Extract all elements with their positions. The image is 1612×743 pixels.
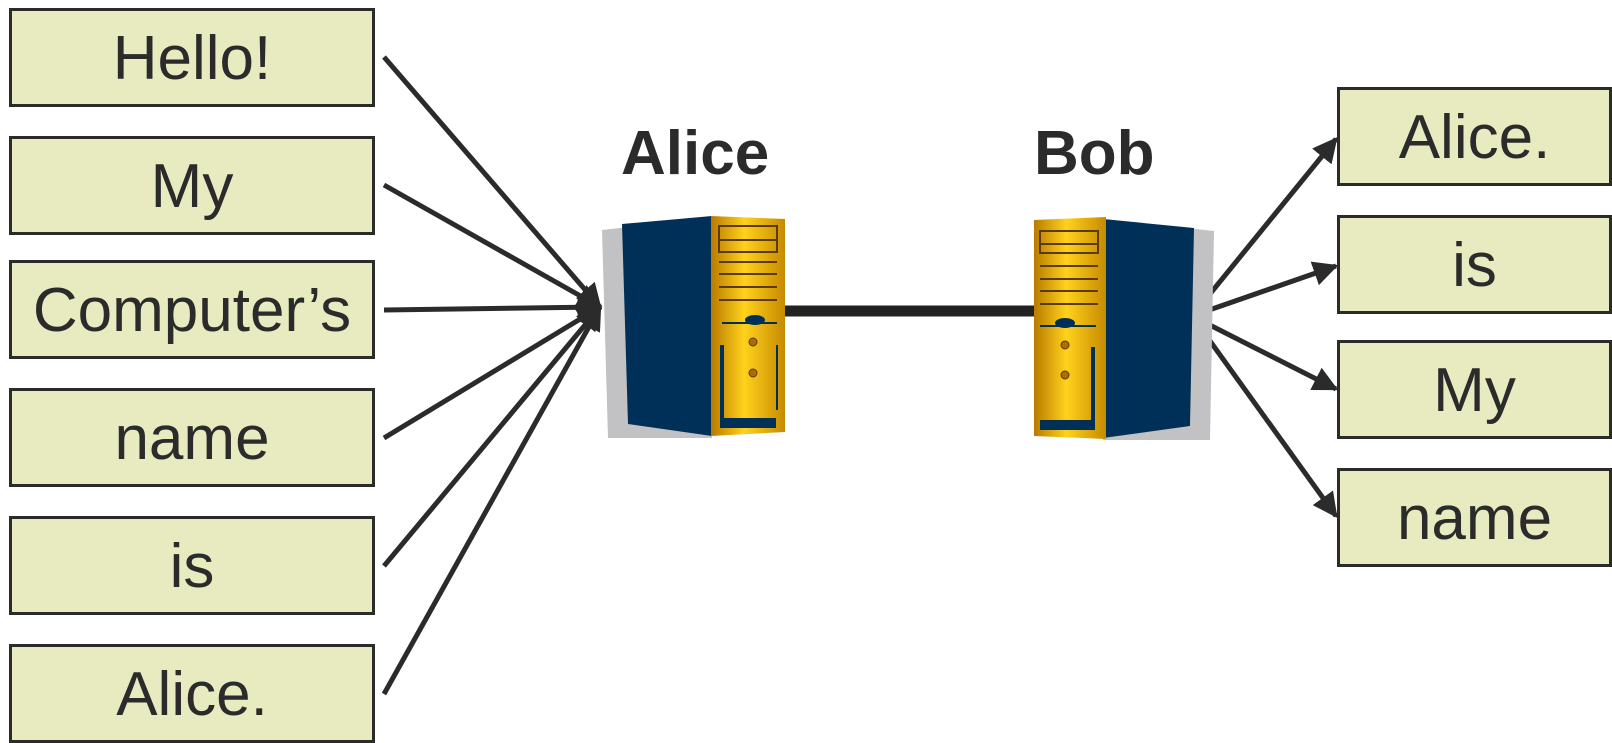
arrow-computers [383, 294, 603, 320]
arrow-out-my [1190, 313, 1339, 392]
receiver-word-box: Alice. [1337, 87, 1612, 186]
receiver-word: My [1433, 356, 1516, 425]
sender-word-box: is [9, 516, 375, 615]
receiver-word: is [1452, 231, 1497, 300]
arrow-is [382, 305, 602, 568]
arrow-out-name [1189, 314, 1339, 519]
sender-word-box: My [9, 136, 375, 235]
receiver-word-box: name [1337, 468, 1612, 567]
sender-word-box: Computer’s [9, 260, 375, 359]
sender-word-box: Alice. [9, 644, 375, 743]
sender-word: Hello! [112, 24, 272, 93]
sender-word: Alice. [116, 660, 268, 729]
sender-word: name [114, 404, 270, 473]
receiver-word: name [1396, 484, 1553, 553]
computer-icon [1034, 217, 1214, 440]
alice-arrows [381, 55, 603, 696]
bob-arrows [1189, 137, 1339, 519]
arrow-hello [382, 55, 602, 309]
sender-word: Computer’s [32, 276, 352, 345]
arrow-out-is [1191, 261, 1339, 319]
arrow-my [382, 182, 603, 310]
sender-name: Alice [621, 119, 770, 188]
sender-word: My [150, 152, 234, 221]
receiver-word-box: is [1337, 215, 1612, 314]
sender-word: is [169, 532, 215, 601]
computer-icon [602, 216, 785, 438]
arrow-name [382, 304, 603, 441]
arrow-alice [381, 304, 603, 696]
receiver-name: Bob [1034, 119, 1155, 188]
sender-word-box: name [9, 388, 375, 487]
receiver-word-box: My [1337, 340, 1612, 439]
sender-word-box: Hello! [9, 8, 375, 107]
receiver-word: Alice. [1398, 103, 1551, 172]
arrow-out-alice [1190, 137, 1338, 318]
